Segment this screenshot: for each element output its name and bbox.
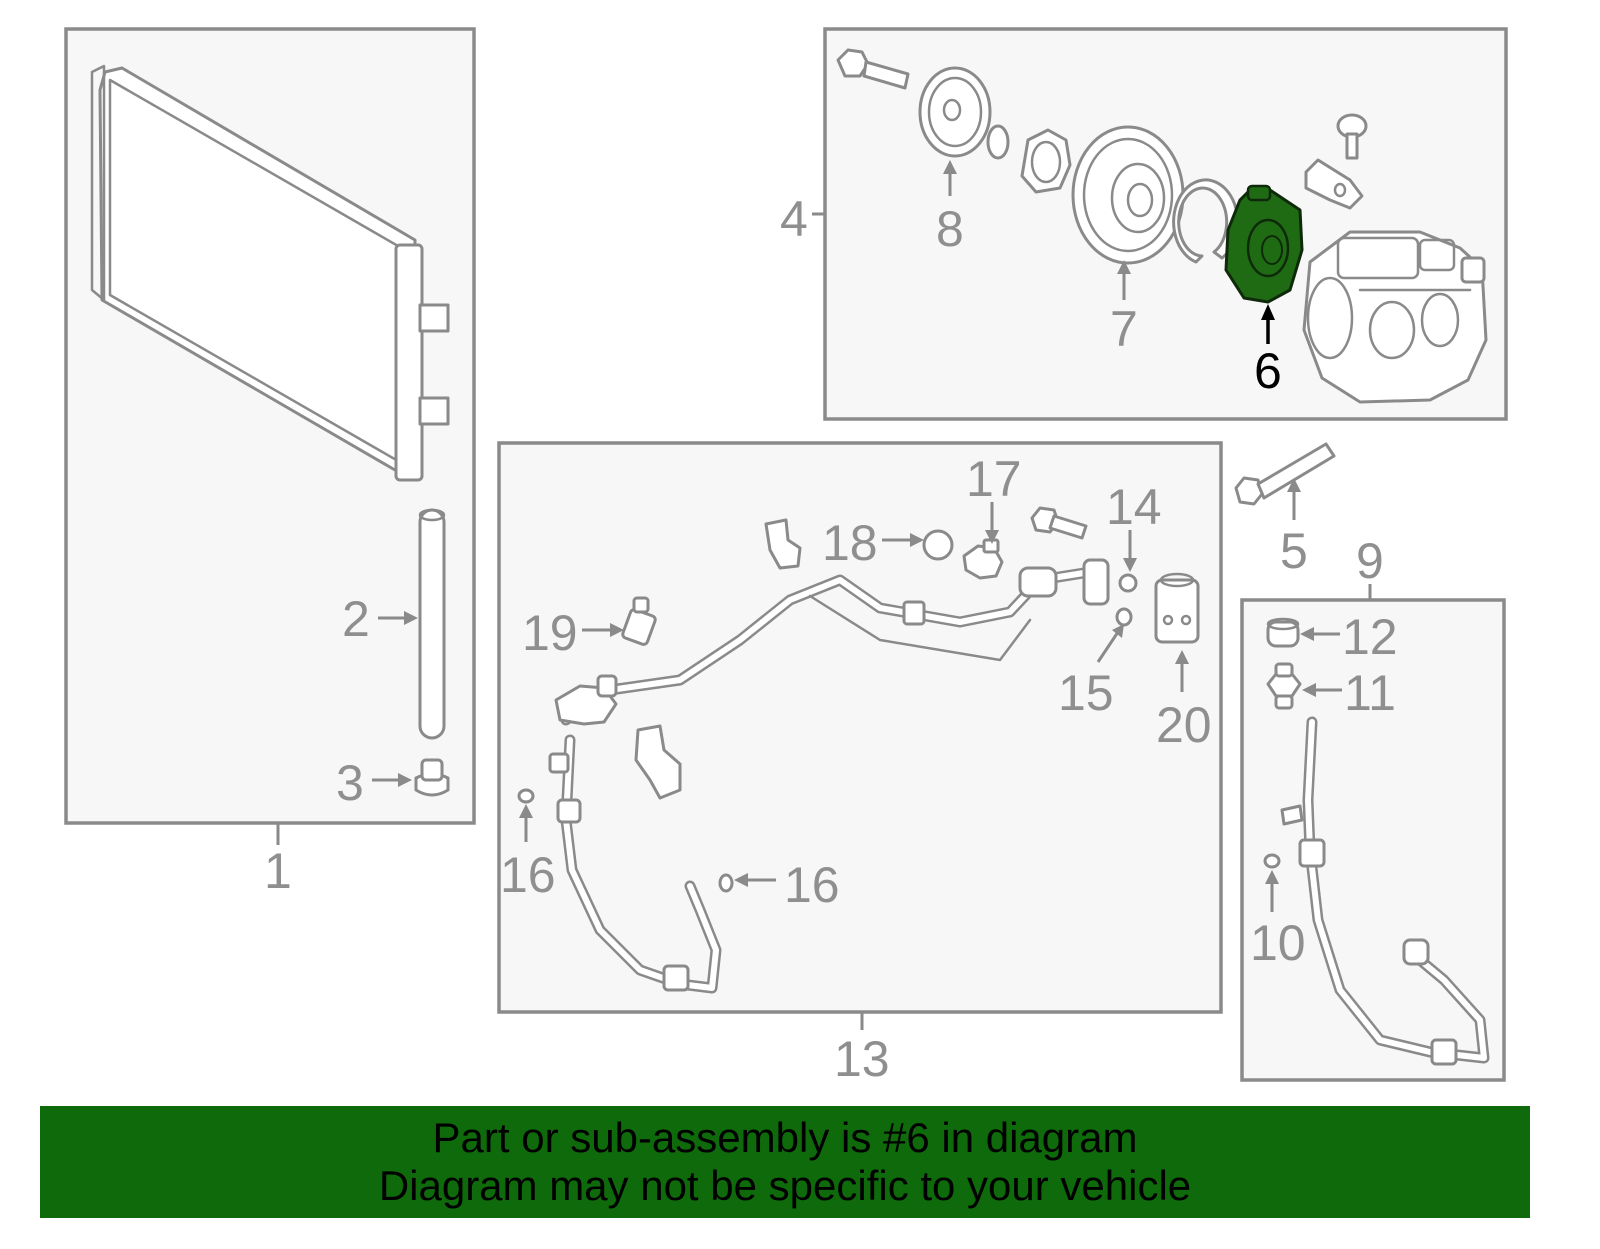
- callout-17: 17: [966, 451, 1022, 507]
- expansion-valve-part: [1154, 572, 1200, 644]
- o-ring-16a-part: [517, 788, 535, 804]
- screw-part: [1336, 113, 1368, 160]
- snap-ring-part: [1172, 178, 1240, 264]
- liquid-tube-part: [1280, 716, 1490, 1066]
- receiver-drier-part: [418, 508, 446, 740]
- callout-8: 8: [936, 201, 964, 257]
- pressure-switch-part: [621, 596, 657, 646]
- compressor-bolt-part: [1234, 442, 1336, 506]
- clutch-disc-part: [918, 66, 992, 158]
- callout-19: 19: [522, 605, 578, 661]
- callout-7: 7: [1110, 301, 1138, 357]
- arrow-14: [1123, 558, 1137, 572]
- arrow-11: [1302, 683, 1316, 697]
- arrow-3: [398, 773, 412, 787]
- o-ring-14-part: [1118, 573, 1138, 593]
- callout-2: 2: [342, 591, 370, 647]
- compressor-part: [1302, 230, 1488, 404]
- arrow-10: [1265, 870, 1279, 884]
- bolt-part: [836, 48, 910, 90]
- arrow-16b: [734, 873, 748, 887]
- callout-10: 10: [1250, 915, 1306, 971]
- callout-14: 14: [1106, 479, 1162, 535]
- banner-line-1: Part or sub-assembly is #6 in diagram: [432, 1114, 1138, 1161]
- cap-18-part: [922, 529, 954, 561]
- callout-15: 15: [1058, 665, 1114, 721]
- panel-hoses: [497, 441, 1223, 1014]
- shim-part: [986, 124, 1010, 160]
- arrow-5: [1287, 478, 1301, 492]
- suction-hose-part: [548, 674, 722, 994]
- cap-12-part: [1266, 617, 1300, 648]
- callout-20: 20: [1156, 697, 1212, 753]
- plug-part: [414, 758, 450, 797]
- callout-3: 3: [336, 755, 364, 811]
- info-banner: Part or sub-assembly is #6 in diagram Di…: [40, 1106, 1530, 1218]
- pulley-part: [1071, 125, 1185, 265]
- arrow-17: [985, 530, 999, 544]
- callout-5: 5: [1280, 523, 1308, 579]
- arrow-12: [1300, 627, 1314, 641]
- valve-17-part: [962, 538, 1004, 580]
- callout-18: 18: [822, 515, 878, 571]
- banner-line-2: Diagram may not be specific to your vehi…: [378, 1162, 1192, 1209]
- arrow-15: [1112, 624, 1124, 638]
- valve-11-part: [1266, 662, 1302, 710]
- callout-16a: 16: [500, 847, 556, 903]
- o-ring-16b-part: [718, 873, 734, 893]
- hose-bolt-part: [1030, 506, 1088, 540]
- callout-16b: 16: [784, 857, 840, 913]
- arrow-8: [943, 160, 957, 174]
- o-ring-15-part: [1115, 607, 1133, 627]
- arrow-7: [1117, 260, 1131, 274]
- arrow-20: [1175, 650, 1189, 664]
- callout-6: 6: [1254, 343, 1282, 399]
- bracket-part: [1304, 158, 1364, 210]
- callout-9: 9: [1356, 533, 1384, 589]
- discharge-hose-part: [560, 558, 1110, 726]
- hose-bracket-part: [634, 518, 802, 800]
- callout-11: 11: [1344, 665, 1396, 721]
- condenser-part: [90, 64, 450, 482]
- arrow-2: [404, 611, 418, 625]
- arrow-16a: [519, 804, 533, 818]
- arrow-6: [1261, 304, 1275, 320]
- callout-13: 13: [834, 1031, 890, 1087]
- callout-12: 12: [1342, 609, 1398, 665]
- arrow-19: [610, 623, 624, 637]
- o-ring-10-part: [1263, 853, 1281, 869]
- callout-4: 4: [780, 191, 808, 247]
- clutch-coil-part: [1224, 184, 1304, 304]
- gasket-part: [1020, 128, 1072, 194]
- leader-15: [1096, 631, 1120, 663]
- callout-1: 1: [264, 843, 292, 899]
- arrow-18: [910, 533, 924, 547]
